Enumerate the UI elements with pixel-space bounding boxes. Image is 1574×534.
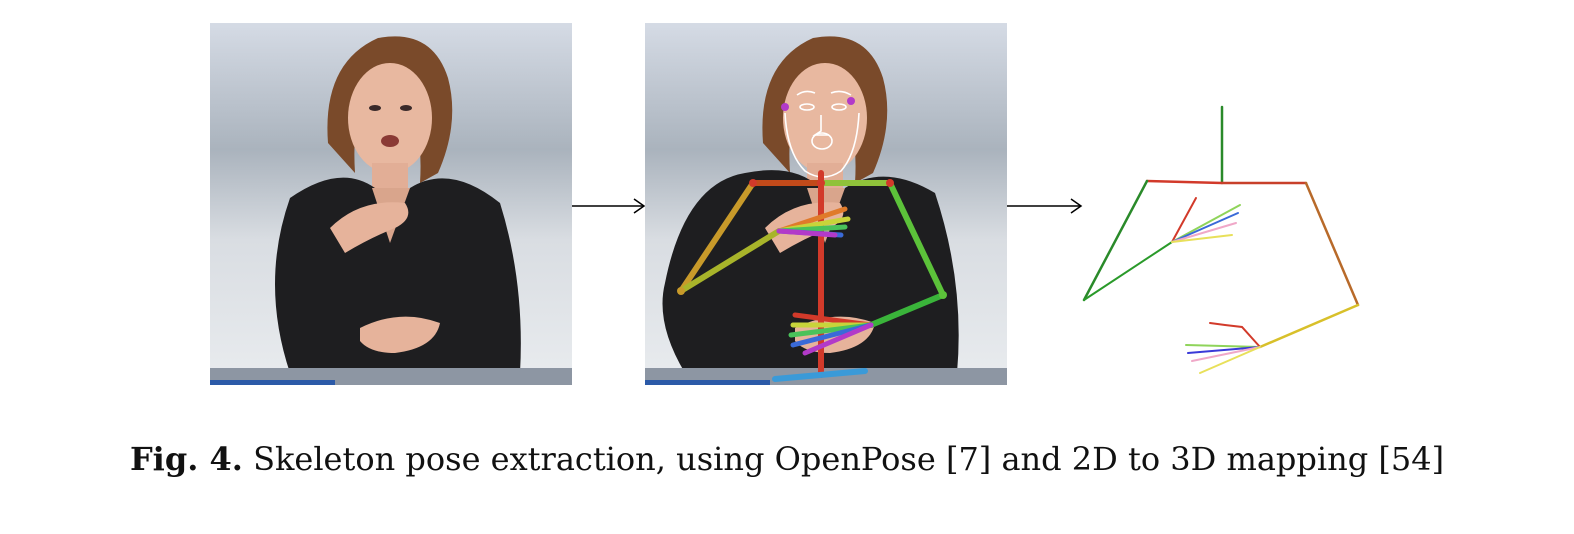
arrow-right-icon: [1007, 198, 1083, 214]
upper-hand-keypoints: [776, 206, 851, 238]
arrow-right-icon: [572, 198, 646, 214]
face-keypoints: [784, 90, 860, 178]
openpose-overlay-frame: [645, 23, 1007, 385]
input-video-frame: [210, 23, 572, 385]
body-skeleton: [678, 170, 946, 382]
figure-caption: Fig. 4. Skeleton pose extraction, using …: [0, 440, 1574, 478]
signer-photo: [210, 23, 572, 385]
3d-skeleton-figure: [1082, 105, 1360, 374]
figure-label: Fig. 4.: [129, 440, 243, 478]
lower-hand-keypoints: [788, 312, 874, 356]
openpose-photo: [645, 23, 1007, 385]
figure-caption-text: Skeleton pose extraction, using OpenPose…: [242, 440, 1445, 478]
